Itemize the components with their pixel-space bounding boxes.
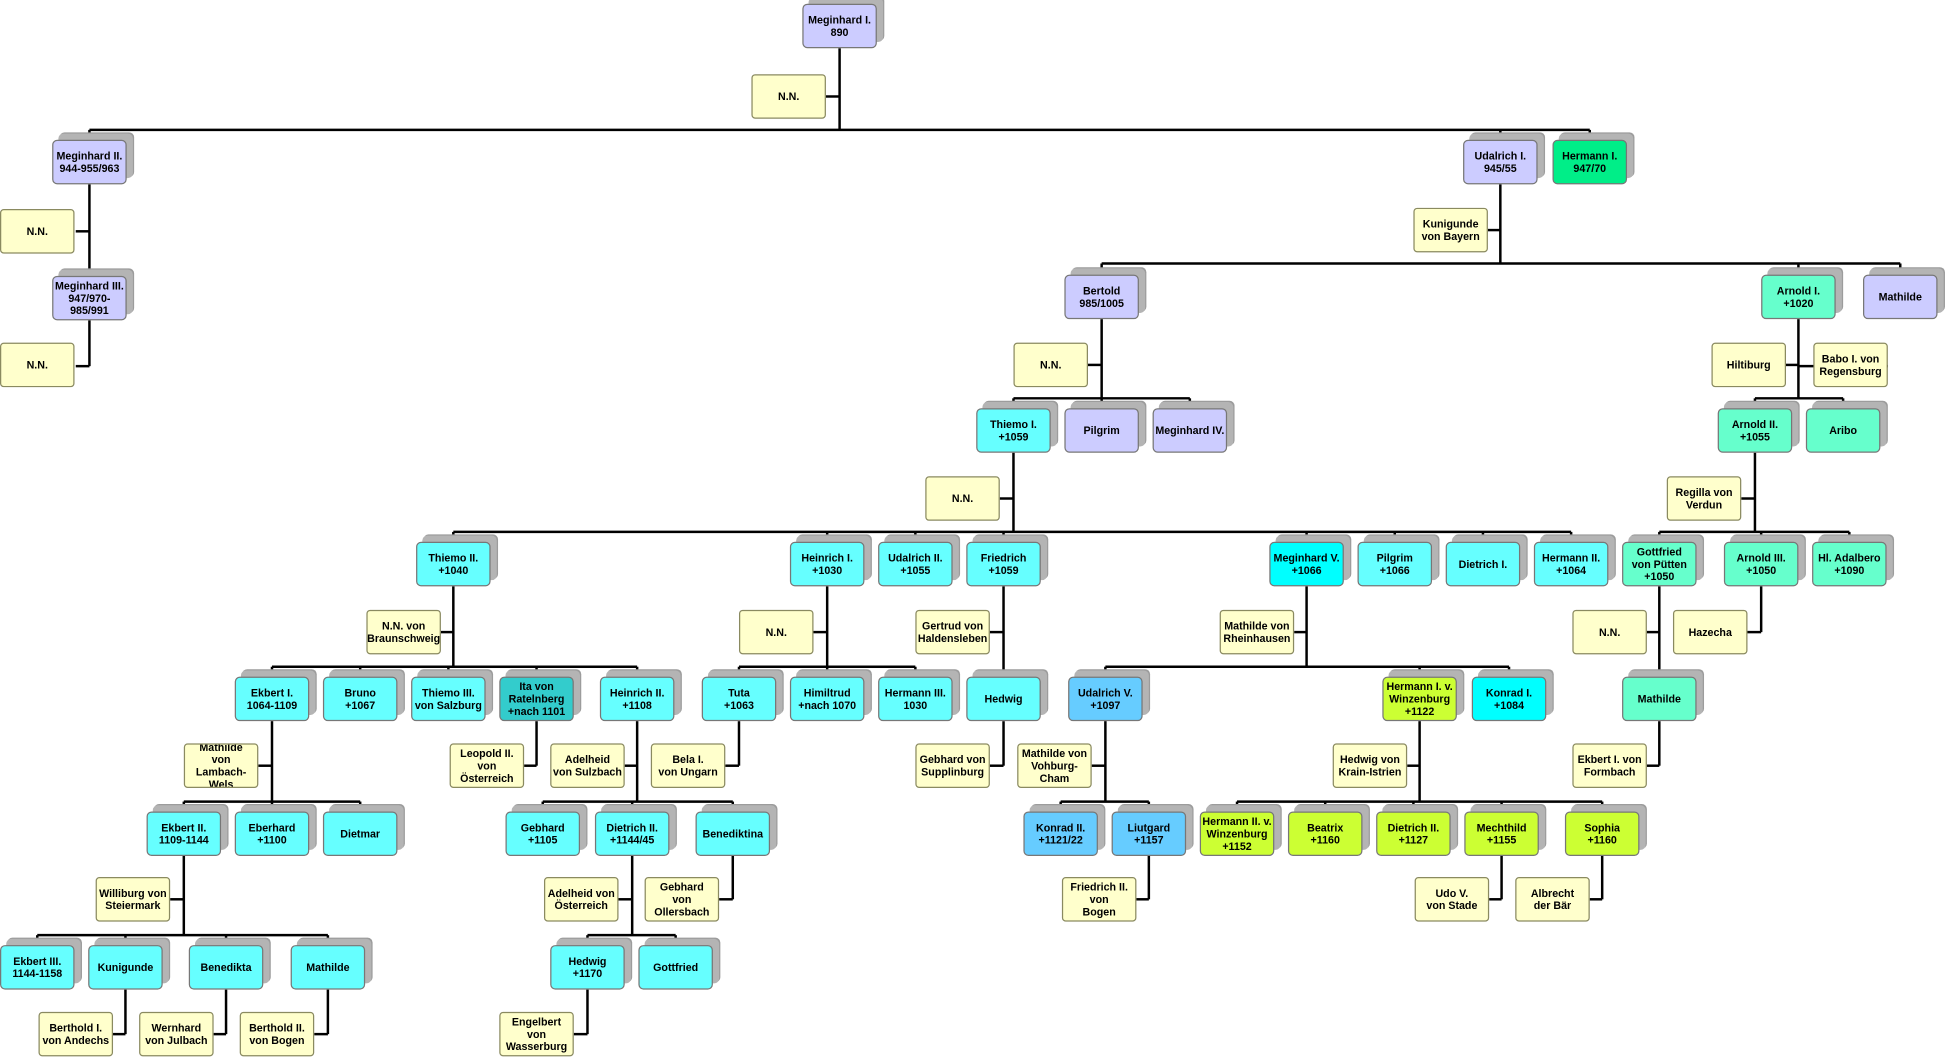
spouse-box-kunigunde-b: Kunigunde von Bayern [1413,207,1488,253]
person-box-meginhard5: Meginhard V. +1066 [1269,541,1344,587]
person-box-hermann3: Hermann III. 1030 [878,676,953,722]
person-box-udalrich2: Udalrich II. +1055 [878,541,953,587]
spouse-box-hedwig-k: Hedwig von Krain-Istrien [1332,743,1408,788]
spouse-box-nn-g: N.N. [1572,609,1647,655]
person-box-heinrich1: Heinrich I. +1030 [789,541,865,587]
person-box-konrad1: Konrad I. +1084 [1471,676,1547,722]
spouse-box-berthold-b: Berthold II. von Bogen [239,1011,315,1057]
spouse-box-udo: Udo V. von Stade [1414,877,1490,922]
spouse-box-wernhard: Wernhard von Julbach [139,1011,214,1057]
person-box-beatrix: Beatrix +1160 [1287,811,1363,857]
spouse-box-regilla: Regilla von Verdun [1666,476,1742,521]
person-box-gebhard: Gebhard +1105 [505,811,581,857]
person-box-hermann1: Hermann I. 947/70 [1552,139,1628,185]
person-box-meginhard4: Meginhard IV. [1152,408,1228,453]
person-box-pilgrim-a: Pilgrim [1064,408,1139,453]
spouse-box-nn-braun: N.N. von Braunschweig [366,609,441,655]
spouse-box-adelheid-o: Adelheid von Österreich [543,877,619,922]
person-box-hedwig-b: Hedwig +1170 [550,945,625,990]
person-box-thiemo2: Thiemo II. +1040 [416,541,491,587]
spouse-box-nn-a: N.N. [751,74,826,119]
spouse-box-albrecht: Albrecht der Bär [1515,877,1590,922]
person-box-arnold2: Arnold II. +1055 [1717,408,1793,453]
spouse-box-gertrud: Gertrud von Haldensleben [915,609,990,655]
spouse-box-mathilde-rh: Mathilde von Rheinhausen [1219,609,1295,655]
person-box-arnold3: Arnold III. +1050 [1723,541,1799,587]
person-box-heinrich2: Heinrich II. +1108 [599,676,675,722]
person-box-mechthild: Mechthild +1155 [1464,811,1539,857]
person-box-ekbert3: Ekbert III. 1144-1158 [0,945,75,990]
person-box-aribo: Aribo [1805,408,1881,453]
person-box-meginhard3: Meginhard III. 947/970- 985/991 [52,275,127,321]
spouse-box-friedrich2: Friedrich II. von Bogen [1061,877,1137,922]
spouse-box-engelbert: Engelbert von Wasserburg [499,1011,574,1057]
person-box-himiltrud: Himiltrud +nach 1070 [789,676,865,722]
spouse-box-hiltiburg: Hiltiburg [1711,342,1786,388]
person-box-hedwig-a: Hedwig [966,676,1041,722]
person-box-adalbero: Hl. Adalbero +1090 [1812,541,1887,587]
spouse-box-nn-d: N.N. [1013,342,1088,388]
person-box-liutgard: Liutgard +1157 [1111,811,1187,857]
person-box-udalrich5: Udalrich V. +1097 [1068,676,1143,722]
person-box-thiemo3: Thiemo III. von Salzburg [411,676,486,722]
person-box-gottfried: Gottfried [638,945,713,990]
person-box-thiemo1: Thiemo I. +1059 [976,408,1051,453]
person-box-ita: Ita von Ratelnberg +nach 1101 [499,676,574,722]
person-box-udalrich1: Udalrich I. 945/55 [1463,139,1538,185]
person-box-arnold1: Arnold I. +1020 [1761,274,1836,320]
person-box-pilgrim-b: Pilgrim +1066 [1357,541,1433,587]
person-box-hermann-w: Hermann I. v. Winzenburg +1122 [1382,676,1457,722]
person-box-benediktina: Benediktina [695,811,771,857]
person-box-ekbert2: Ekbert II. 1109-1144 [146,811,222,857]
spouse-box-gebhard-s: Gebhard von Supplinburg [915,743,990,788]
person-box-dietmar: Dietmar [322,811,398,857]
person-box-kunigunde: Kunigunde [88,945,163,990]
person-box-meginhard1: Meginhard I. 890 [802,3,877,49]
person-box-dietrich2: Dietrich II. +1144/45 [594,811,670,857]
spouse-box-babo: Babo I. von Regensburg [1813,342,1888,388]
person-box-dietrich1: Dietrich I. [1445,541,1521,587]
spouse-box-leopold: Leopold II. von Österreich [449,743,525,788]
person-box-hermann2w: Hermann II. v. Winzenburg +1152 [1199,811,1275,857]
spouse-box-williburg: Williburg von Steiermark [95,877,171,922]
person-box-meginhard2: Meginhard II. 944-955/963 [52,139,127,185]
person-box-hermann2: Hermann II. +1064 [1533,541,1609,587]
spouse-box-ekbert-f: Ekbert I. von Formbach [1572,743,1647,788]
spouse-box-hazecha: Hazecha [1672,609,1748,655]
person-box-sophia: Sophia +1160 [1564,811,1640,857]
spouse-box-mathilde-lw: Mathilde von Lambach-Wels [183,743,259,788]
spouse-box-nn-f: N.N. [738,609,814,655]
person-box-tuta: Tuta +1063 [701,676,777,722]
spouse-box-nn-c: N.N. [0,342,75,388]
person-box-mathilde-a: Mathilde [1863,274,1938,320]
spouse-box-bela: Bela I. von Ungarn [650,743,726,788]
person-box-ekbert1: Ekbert I. 1064-1109 [234,676,310,722]
spouse-box-nn-e: N.N. [925,476,1000,521]
spouse-box-berthold-a: Berthold I. von Andechs [38,1011,114,1057]
person-box-eberhard: Eberhard +1100 [234,811,310,857]
person-box-benedikta: Benedikta [188,945,264,990]
spouse-box-mathilde-vc: Mathilde von Vohburg-Cham [1017,743,1092,788]
person-box-bertold: Bertold 985/1005 [1064,274,1139,320]
spouse-box-adelheid-s: Adelheid von Sulzbach [550,743,625,788]
person-box-bruno: Bruno +1067 [322,676,398,722]
person-box-gottfried-p: Gottfried von Pütten +1050 [1622,541,1697,587]
person-box-mathilde-c: Mathilde [290,945,366,990]
person-box-konrad2: Konrad II. +1121/22 [1023,811,1098,857]
spouse-box-gebhard-o: Gebhard von Ollersbach [644,877,720,922]
spouse-box-nn-b: N.N. [0,209,75,254]
person-box-dietrich2w: Dietrich II. +1127 [1376,811,1451,857]
person-box-friedrich: Friedrich +1059 [966,541,1041,587]
person-box-mathilde-b: Mathilde [1622,676,1697,722]
